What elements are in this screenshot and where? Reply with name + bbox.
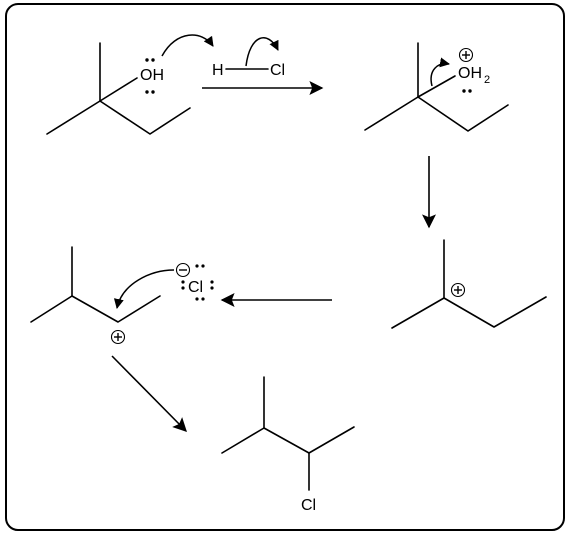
oxonium-ethyl-bond [417,96,509,132]
acid-h-label: H [212,62,224,79]
sec-carbocation-chain [71,295,161,323]
alcohol-molecule: OH [46,42,191,135]
oxygen-lone-pairs [145,58,155,94]
reaction-arrow-4 [111,355,187,432]
sec-carbocation-positive-charge [110,329,126,345]
tertiary-carbocation [391,239,547,329]
chloride-lone-pairs [181,264,214,301]
chloride-label: Cl [188,279,203,296]
alcohol-ethyl-bond [99,100,191,135]
oxonium-molecule: OH 2 [364,42,509,132]
curved-arrow-bond-to-cl [245,37,279,67]
product-chloro-label: Cl [301,497,316,514]
secondary-carbocation [30,246,161,345]
oxonium-subscript: 2 [484,74,490,86]
curved-arrow-cl-to-carbon [113,269,175,309]
acid-cl-label: Cl [270,62,285,79]
scheme-frame [5,3,565,531]
carbocation-ethyl-bond [443,296,547,328]
chloroalkane-product: Cl [221,376,355,514]
curved-arrow-co-bond-to-o [430,57,450,87]
hydrogen-chloride: H Cl [212,62,285,79]
carbocation-positive-charge [450,282,466,298]
curved-arrow-oh-to-h [161,34,214,57]
chloride-ion: Cl [175,262,214,301]
hydroxyl-label: OH [140,67,164,84]
oxonium-lone-pair [462,89,472,93]
alcohol-c-o-bond [99,77,138,102]
oxonium-c-o-bond [417,75,456,98]
oxonium-positive-charge [458,47,474,63]
oxonium-label: OH [458,65,482,82]
chloride-negative-charge [175,262,191,278]
